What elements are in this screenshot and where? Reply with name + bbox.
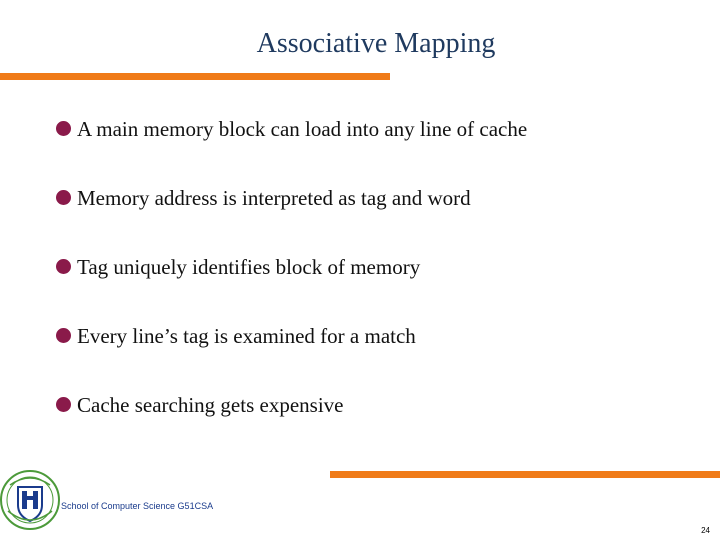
bullet-item: Every line’s tag is examined for a match: [56, 322, 527, 391]
circle-bullet-icon: [56, 190, 71, 205]
bullet-item: A main memory block can load into any li…: [56, 115, 527, 184]
bullet-list: A main memory block can load into any li…: [56, 115, 527, 460]
footer-rule: [330, 471, 720, 478]
bullet-text: Every line’s tag is examined for a match: [77, 324, 416, 348]
circle-bullet-icon: [56, 328, 71, 343]
bullet-text: Tag uniquely identifies block of memory: [77, 255, 421, 279]
circle-bullet-icon: [56, 259, 71, 274]
bullet-text: A main memory block can load into any li…: [77, 117, 528, 141]
circle-bullet-icon: [56, 397, 71, 412]
title-underline-rule: [0, 73, 390, 80]
bullet-text: Memory address is interpreted as tag and…: [77, 186, 471, 210]
circle-bullet-icon: [56, 121, 71, 136]
footer-text: School of Computer Science G51CSA: [61, 501, 214, 511]
page-number: 24: [701, 526, 710, 535]
university-crest-icon: [0, 470, 60, 530]
bullet-item: Tag uniquely identifies block of memory: [56, 253, 527, 322]
slide-title: Associative Mapping: [256, 28, 496, 59]
bullet-item: Cache searching gets expensive: [56, 391, 527, 460]
bullet-text: Cache searching gets expensive: [77, 393, 344, 417]
bullet-item: Memory address is interpreted as tag and…: [56, 184, 527, 253]
